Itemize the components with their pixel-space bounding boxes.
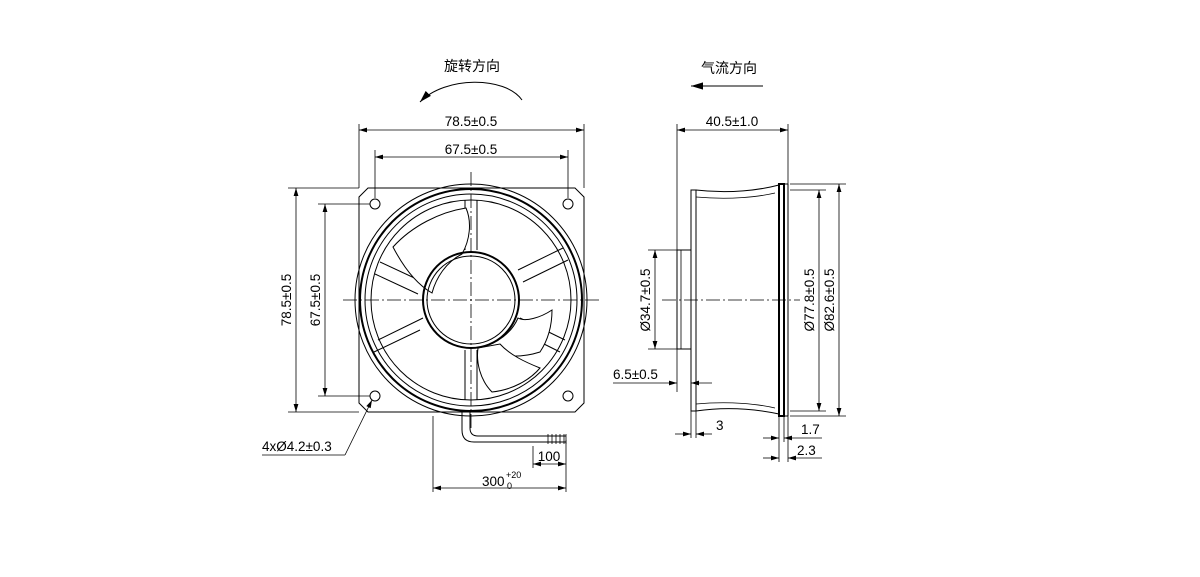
lead-wire — [461, 412, 567, 444]
frame-width-label: 78.5±0.5 — [445, 114, 497, 129]
lead-length-tol-lower: 0 — [507, 481, 512, 491]
rear-step-label: 3 — [716, 418, 724, 433]
lead-length-label: 300 — [482, 474, 505, 489]
mount-holes-label: 4xØ4.2±0.3 — [262, 439, 332, 454]
front-view — [343, 172, 600, 444]
flange-thickness-a-label: 1.7 — [801, 422, 820, 437]
flange-thickness-b-label: 2.3 — [797, 443, 816, 458]
fan-body-side — [695, 184, 780, 415]
mount-hole — [369, 198, 381, 210]
rotation-indicator: 旋转方向 — [419, 59, 523, 103]
depth-label: 40.5±1.0 — [706, 114, 758, 129]
rotation-arrow-icon — [419, 81, 523, 103]
mount-hole — [562, 198, 574, 210]
hub-recess-label: 6.5±0.5 — [613, 367, 658, 382]
hole-pitch-x-label: 67.5±0.5 — [445, 142, 497, 157]
rear-plate — [690, 189, 697, 412]
fan-blade — [392, 207, 470, 294]
hole-pitch-y-label: 67.5±0.5 — [308, 274, 323, 326]
mount-hole — [562, 390, 574, 402]
side-dimensions: 40.5±1.0 Ø34.7±0.5 6.5±0.5 3 Ø77.8±0.5 Ø… — [613, 114, 846, 462]
outer-diameter-label: Ø82.6±0.5 — [822, 269, 837, 332]
motor-hub-side — [676, 249, 692, 350]
hub-diameter-label: Ø34.7±0.5 — [638, 269, 653, 332]
side-view: 气流方向 — [662, 61, 800, 417]
lead-strip-label: 100 — [538, 449, 561, 464]
fan-blades — [392, 207, 553, 393]
lead-length-tol-upper: +20 — [506, 470, 521, 480]
mount-hole — [369, 390, 381, 402]
frame-height-label: 78.5±0.5 — [279, 274, 294, 326]
frame-outline — [358, 187, 585, 413]
inner-diameter-label: Ø77.8±0.5 — [802, 269, 817, 332]
front-dimensions: 78.5±0.5 67.5±0.5 78.5±0.5 67.5±0.5 4xØ4… — [262, 114, 585, 492]
airflow-direction-label: 气流方向 — [701, 61, 757, 77]
fan-blade — [477, 343, 541, 393]
rotation-direction-label: 旋转方向 — [444, 59, 500, 75]
mount-hole-leader — [344, 399, 373, 456]
